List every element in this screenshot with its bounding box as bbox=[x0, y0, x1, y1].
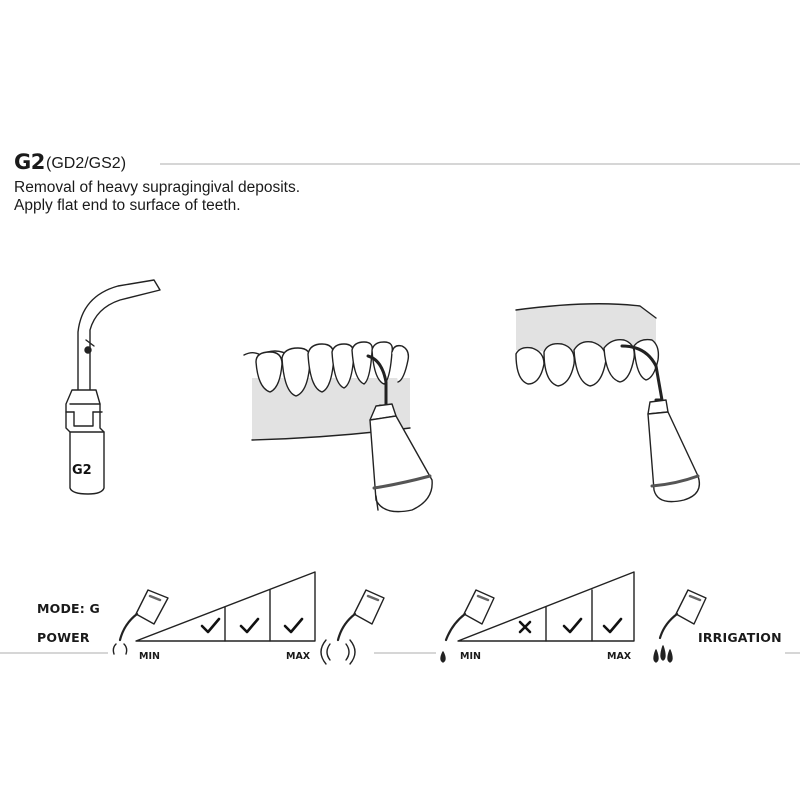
lower-jaw-illustration bbox=[243, 341, 433, 513]
description-line-1: Removal of heavy supragingival deposits. bbox=[14, 179, 301, 196]
power-max-label: MAX bbox=[286, 651, 311, 662]
tip-code-title: G2 bbox=[14, 150, 45, 174]
power-level-1-check-mark bbox=[200, 617, 221, 634]
irrigation-max-label: MAX bbox=[607, 651, 632, 662]
footer-rule-right bbox=[785, 652, 800, 654]
irrigation-scale bbox=[457, 571, 635, 642]
footer-rule-left bbox=[0, 652, 108, 654]
scaler-tip-illustration bbox=[65, 279, 161, 495]
irrigation-min-label: MIN bbox=[460, 651, 481, 662]
description-line-2: Apply flat end to surface of teeth. bbox=[14, 197, 241, 214]
header-rule bbox=[160, 163, 800, 165]
power-level-3-check-mark bbox=[283, 617, 304, 634]
power-label: POWER bbox=[37, 630, 90, 645]
power-level-2-check-mark bbox=[239, 617, 260, 634]
irrigation-label: IRRIGATION bbox=[698, 630, 782, 645]
handpiece-max-water-icon bbox=[653, 589, 707, 663]
irrigation-level-2-check-mark bbox=[562, 617, 583, 634]
irrigation-level-3-check-mark bbox=[602, 617, 623, 634]
upper-jaw-illustration bbox=[515, 303, 701, 503]
power-min-label: MIN bbox=[139, 651, 160, 662]
mode-label: MODE: G bbox=[37, 601, 100, 616]
handpiece-max-power-icon bbox=[320, 589, 385, 665]
handpiece-min-power-icon bbox=[112, 589, 169, 655]
irrigation-level-1-cross-mark bbox=[518, 620, 532, 634]
power-scale bbox=[135, 571, 316, 642]
tip-variants: (GD2/GS2) bbox=[46, 155, 127, 172]
handpiece-min-water-icon bbox=[440, 589, 495, 663]
tip-label-text: G2 bbox=[72, 463, 92, 478]
footer-rule-middle bbox=[374, 652, 436, 654]
